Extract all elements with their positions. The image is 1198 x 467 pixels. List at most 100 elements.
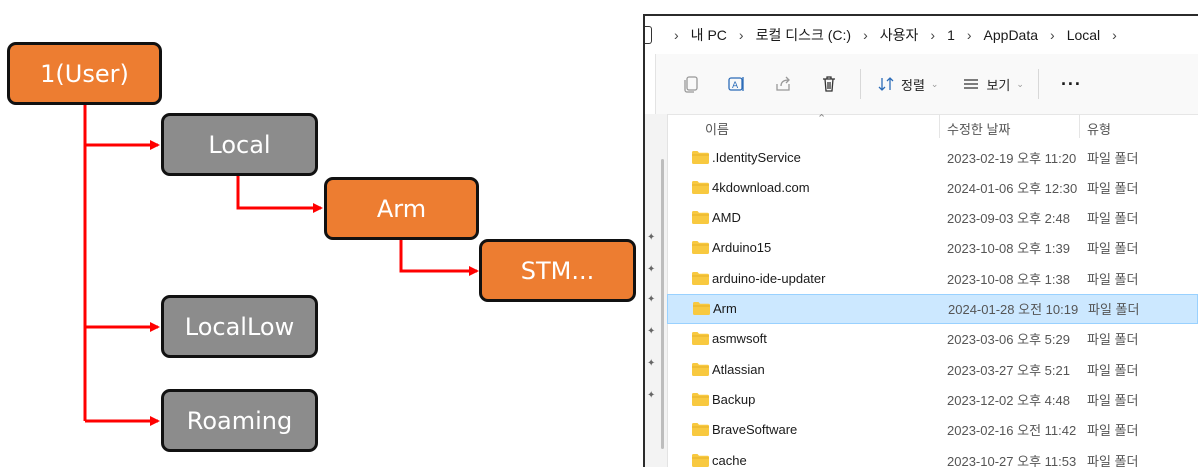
breadcrumb-separator-icon: › (930, 27, 936, 43)
file-type: 파일 폴더 (1087, 332, 1139, 348)
breadcrumb-appdata[interactable]: AppData (983, 27, 1039, 43)
node-stm: STM... (479, 239, 636, 302)
file-modified-date: 2024-01-28 오전 10:19 (948, 302, 1079, 317)
breadcrumb-separator-icon: › (738, 27, 744, 43)
view-icon (964, 79, 979, 89)
folder-icon (692, 180, 709, 194)
file-type: 파일 폴더 (1087, 423, 1139, 439)
pin-icon: ✦ (647, 390, 656, 401)
file-type: 파일 폴더 (1087, 150, 1139, 166)
file-explorer-window: › 내 PC › 로컬 디스크 (C:) › 사용자 › 1 › AppData… (643, 14, 1198, 467)
file-modified-date: 2023-03-27 오후 5:21 (947, 362, 1070, 378)
breadcrumb-users[interactable]: 사용자 (879, 27, 919, 43)
connector-lines (83, 105, 479, 426)
column-divider[interactable] (1079, 114, 1080, 138)
pin-icon: ✦ (647, 326, 656, 337)
file-modified-date: 2023-10-08 오후 1:38 (947, 271, 1070, 287)
address-bar-edge-icon (645, 26, 652, 44)
share-icon[interactable] (772, 73, 794, 95)
file-modified-date: 2023-02-19 오후 11:20 (947, 150, 1077, 166)
column-header-type[interactable]: 유형 (1087, 122, 1111, 137)
file-name: Arduino15 (712, 240, 772, 256)
file-name: BraveSoftware (712, 422, 798, 438)
folder-icon (692, 241, 709, 255)
command-bar-left-edge (645, 54, 656, 114)
file-type: 파일 폴더 (1087, 453, 1139, 467)
node-roaming: Roaming (161, 389, 318, 452)
node-locallow-label: LocalLow (184, 312, 295, 341)
file-name: Backup (712, 391, 756, 407)
command-bar: A 정렬 ⌄ 보기 ⌄ ··· (645, 54, 1198, 115)
view-button[interactable]: 보기 ⌄ (962, 75, 1024, 94)
file-type: 파일 폴더 (1087, 180, 1139, 196)
svg-text:A: A (732, 81, 739, 91)
file-modified-date: 2024-01-06 오후 12:30 (947, 180, 1078, 196)
column-header-name[interactable]: 이름 (705, 122, 729, 137)
sort-button-label: 정렬 (901, 77, 925, 93)
file-type: 파일 폴더 (1087, 211, 1139, 227)
file-modified-date: 2023-02-16 오전 11:42 (947, 423, 1077, 439)
breadcrumb-local-disk[interactable]: 로컬 디스크 (C:) (755, 27, 852, 43)
folder-icon (693, 302, 710, 315)
sort-icon (878, 77, 894, 91)
table-row[interactable]: arduino-ide-updater 2023-10-08 오후 1:38 파일 … (667, 263, 1198, 293)
breadcrumb-this-pc[interactable]: 내 PC (690, 27, 727, 43)
rename-icon[interactable]: A (726, 73, 748, 95)
navigation-pane-scrollbar[interactable] (661, 159, 664, 449)
folder-icon (692, 392, 709, 406)
breadcrumb-separator-icon: › (966, 27, 972, 43)
file-name: Arm (713, 301, 737, 316)
breadcrumb-user-1[interactable]: 1 (947, 27, 955, 43)
node-arm-label: Arm (376, 194, 427, 223)
node-stm-label: STM... (520, 256, 595, 285)
node-roaming-label: Roaming (186, 406, 293, 435)
table-row[interactable]: Arm 2024-01-28 오전 10:19 파일 폴더 (667, 293, 1198, 324)
file-name: Atlassian (712, 361, 765, 377)
file-name: arduino-ide-updater (712, 270, 826, 286)
toolbar-divider (1037, 69, 1039, 99)
column-header-date[interactable]: 수정한 날짜 (947, 122, 1011, 137)
file-name: AMD (712, 210, 741, 226)
table-row[interactable]: Atlassian 2023-03-27 오후 5:21 파일 폴더 (667, 354, 1198, 384)
folder-icon (692, 362, 709, 376)
file-modified-date: 2023-10-08 오후 1:39 (947, 241, 1070, 257)
node-user-label: 1(User) (40, 59, 129, 88)
folder-icon (692, 271, 709, 285)
folder-icon (692, 453, 709, 467)
file-type: 파일 폴더 (1087, 271, 1139, 287)
pin-icon: ✦ (647, 264, 656, 275)
pin-icon: ✦ (647, 294, 656, 305)
more-options-button[interactable]: ··· (1060, 73, 1082, 94)
breadcrumb-separator-icon: › (1112, 27, 1117, 43)
chevron-down-icon: ⌄ (1016, 78, 1024, 89)
breadcrumb-separator-icon: › (674, 27, 679, 43)
navigation-pane: ✦ ✦ ✦ ✦ ✦ ✦ (645, 114, 668, 467)
column-divider[interactable] (939, 114, 940, 138)
folder-icon (692, 150, 709, 164)
node-user: 1(User) (7, 42, 162, 105)
file-modified-date: 2023-10-27 오후 11:53 (947, 453, 1077, 467)
delete-icon[interactable] (818, 73, 840, 95)
copy-icon[interactable] (680, 73, 702, 95)
file-list-header: ⌃ 이름 수정한 날짜 유형 (667, 113, 1198, 140)
file-modified-date: 2023-12-02 오후 4:48 (947, 392, 1070, 408)
chevron-down-icon: ⌄ (930, 78, 939, 89)
pin-icon: ✦ (647, 232, 656, 243)
address-bar[interactable]: › 내 PC › 로컬 디스크 (C:) › 사용자 › 1 › AppData… (645, 16, 1198, 54)
file-type: 파일 폴더 (1087, 362, 1139, 378)
folder-icon (692, 332, 709, 346)
file-type: 파일 폴더 (1088, 302, 1140, 317)
breadcrumb-local[interactable]: Local (1066, 27, 1101, 43)
sort-button[interactable]: 정렬 ⌄ (877, 75, 938, 94)
node-locallow: LocalLow (161, 295, 318, 358)
table-row[interactable]: BraveSoftware 2023-02-16 오전 11:42 파일 폴더 (667, 415, 1198, 445)
pin-icon: ✦ (647, 358, 656, 369)
